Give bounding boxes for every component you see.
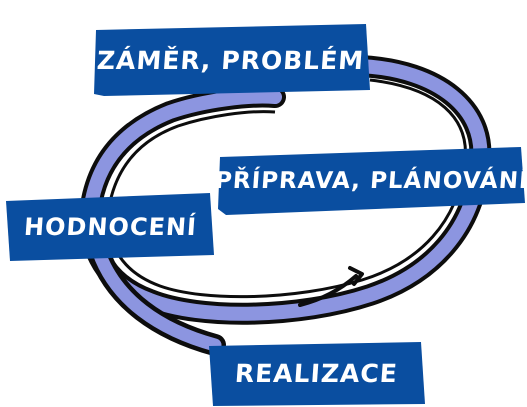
stage-label-text: PŘÍPRAVA, PLÁNOVÁNÍ bbox=[214, 168, 527, 194]
stage-label-text: ZÁMĚR, PROBLÉM bbox=[96, 46, 365, 75]
stage-label-priprava: PŘÍPRAVA, PLÁNOVÁNÍ bbox=[216, 143, 527, 218]
stage-label-zamer: ZÁMĚR, PROBLÉM bbox=[90, 20, 372, 100]
stage-label-realizace: REALIZACE bbox=[205, 340, 427, 407]
stage-label-text: REALIZACE bbox=[234, 359, 399, 388]
stage-label-hodnoceni: HODNOCENÍ bbox=[4, 191, 216, 263]
stage-label-text: HODNOCENÍ bbox=[23, 213, 198, 241]
